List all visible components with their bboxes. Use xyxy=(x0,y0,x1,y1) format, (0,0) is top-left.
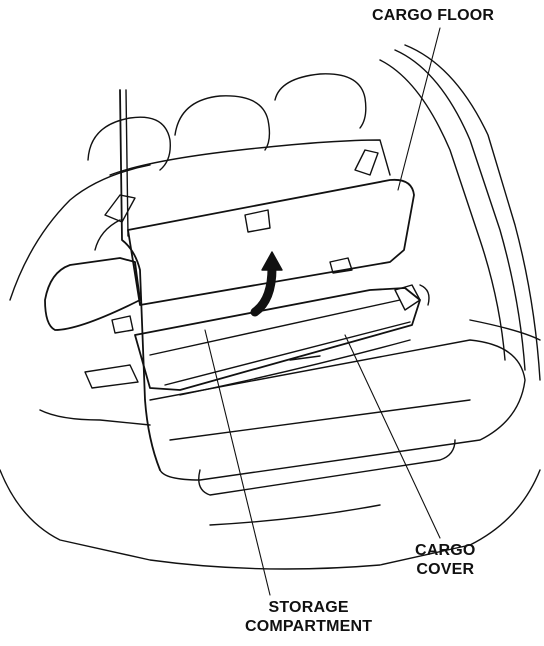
label-cargo-floor-text: CARGO FLOOR xyxy=(372,7,495,24)
floor-handle xyxy=(245,210,270,232)
cargo-cover xyxy=(45,258,429,395)
label-storage-line2: COMPARTMENT xyxy=(245,618,373,635)
label-cargo-floor: CARGO FLOOR xyxy=(372,6,494,25)
label-storage-line1: STORAGE xyxy=(268,599,349,616)
cover-bracket xyxy=(395,285,420,310)
label-storage-compartment: STORAGE COMPARTMENT xyxy=(245,598,372,636)
leader-cargo-floor xyxy=(398,28,440,190)
leader-cargo-cover xyxy=(345,335,440,538)
hatch-edge xyxy=(120,90,160,470)
seat-latch-left xyxy=(105,195,135,222)
rear-seats xyxy=(88,74,390,250)
curved-up-arrow-icon xyxy=(255,252,282,312)
leader-storage-compartment xyxy=(205,330,270,595)
vehicle-body xyxy=(0,45,540,569)
rear-bumper xyxy=(150,340,525,525)
label-cargo-cover: CARGO COVER xyxy=(415,541,476,579)
label-cargo-cover-line2: COVER xyxy=(416,561,475,578)
cargo-floor-panel xyxy=(128,180,414,305)
label-cargo-cover-line1: CARGO xyxy=(415,542,476,559)
leader-lines xyxy=(205,28,440,595)
cover-end-cap xyxy=(85,365,138,388)
seat-latch-right xyxy=(355,150,378,175)
